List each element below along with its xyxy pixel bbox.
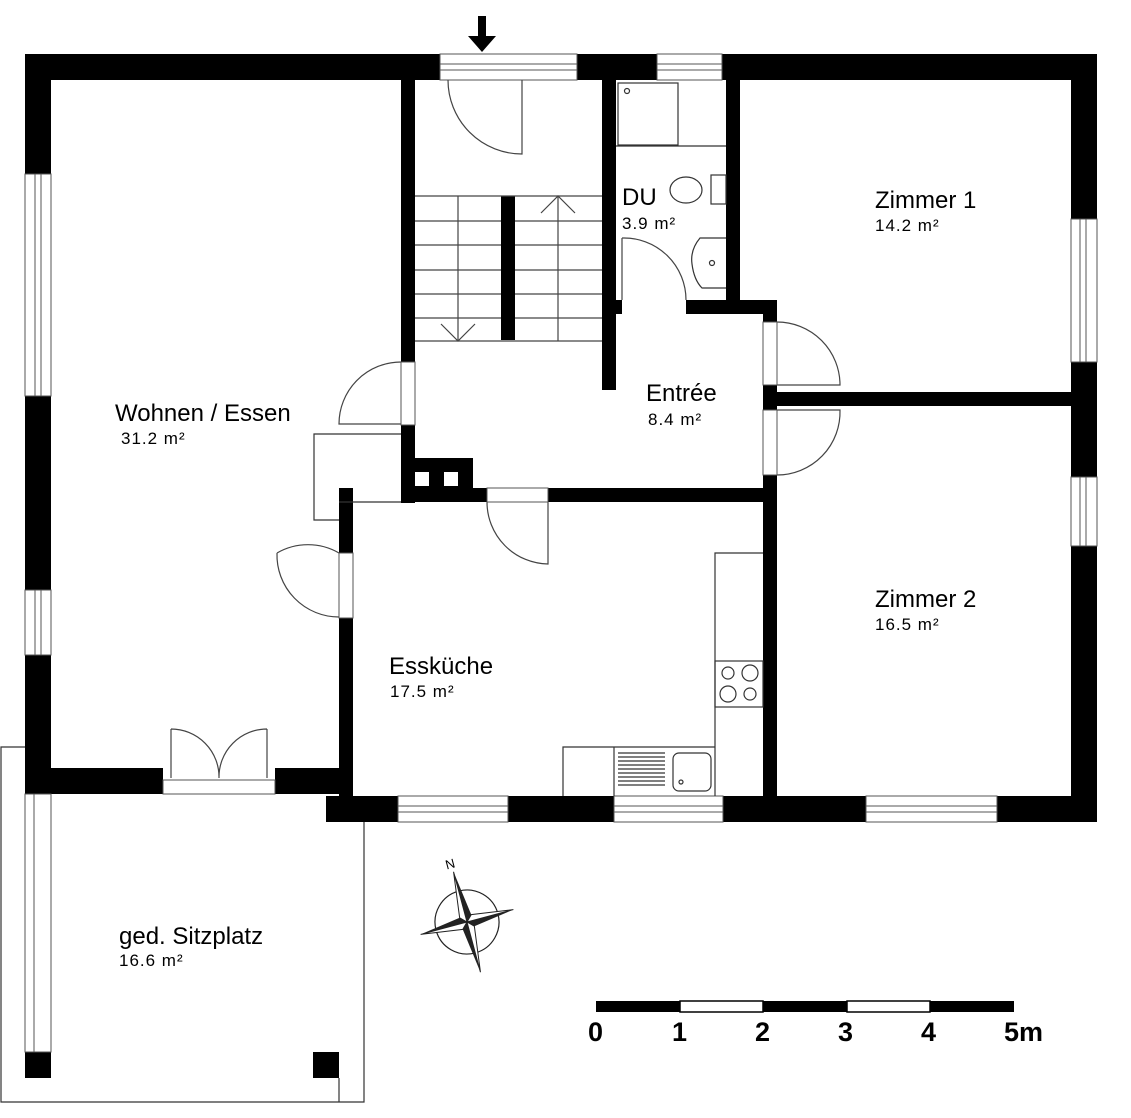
walls [25,54,1097,1078]
room-area: 16.5 m² [875,615,940,634]
room-area: 17.5 m² [390,682,455,701]
entrance-arrow-icon [468,16,496,52]
room-label-entree: Entrée 8.4 m² [646,380,717,429]
room-name: DU [622,184,657,211]
room-area: 16.6 m² [119,951,184,970]
bathroom-fixtures [616,82,727,289]
living-niche [313,433,401,521]
scale-bar: 0 1 2 3 4 5m [588,1000,1043,1047]
room-name: Wohnen / Essen [115,400,291,427]
terrace-outline [0,746,365,1103]
room-name: ged. Sitzplatz [119,923,263,950]
room-label-sitzplatz: ged. Sitzplatz 16.6 m² [119,923,263,970]
kitchen-fixtures [562,552,764,796]
room-label-esskueche: Essküche 17.5 m² [389,653,493,701]
room-name: Zimmer 1 [875,187,976,214]
compass-icon: N [420,855,514,973]
room-area: 3.9 m² [622,214,676,233]
room-area: 8.4 m² [648,410,702,429]
scale-tick: 3 [838,1017,853,1047]
room-label-wohnen: Wohnen / Essen 31.2 m² [115,400,291,448]
scale-tick: 5m [1004,1017,1043,1047]
scale-tick: 4 [921,1017,936,1047]
scale-tick: 0 [588,1017,603,1047]
windows [24,53,1098,1053]
room-name: Essküche [389,653,493,680]
room-name: Zimmer 2 [875,586,976,613]
room-label-zimmer2: Zimmer 2 16.5 m² [875,586,976,634]
doors [170,79,841,779]
room-area: 31.2 m² [121,429,186,448]
room-label-du: DU 3.9 m² [622,184,676,233]
room-name: Entrée [646,380,717,407]
room-area: 14.2 m² [875,216,940,235]
scale-tick: 1 [672,1017,687,1047]
north-label: N [444,855,457,872]
scale-tick: 2 [755,1017,770,1047]
room-label-zimmer1: Zimmer 1 14.2 m² [875,187,976,235]
stairs [415,195,602,342]
